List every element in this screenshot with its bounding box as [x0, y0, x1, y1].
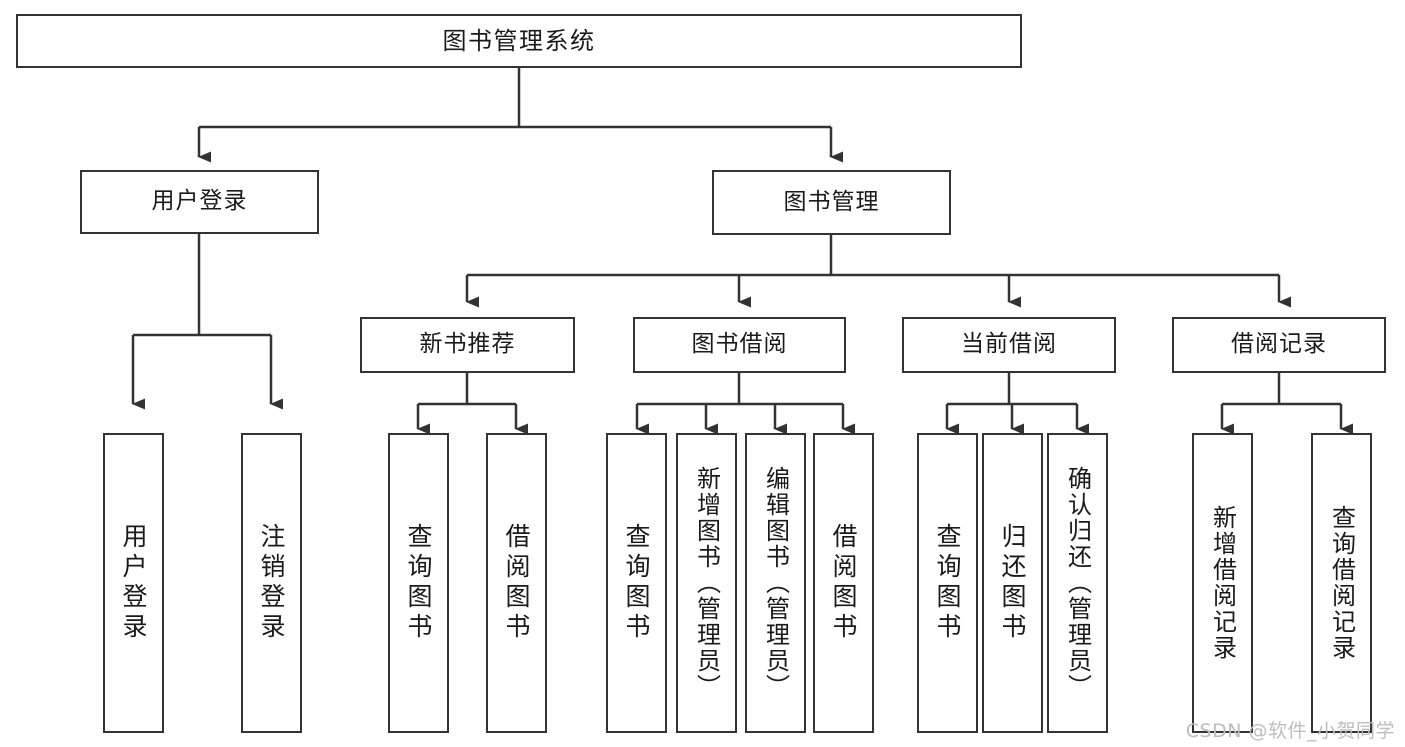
leaf-current-borrow-return-book[interactable]: 归还图书	[982, 433, 1043, 733]
node-label: 借阅记录	[1231, 331, 1327, 358]
leaf-borrow-record-add-record[interactable]: 新增借阅记录	[1192, 433, 1253, 733]
leaf-book-borrow-edit-book-admin[interactable]: 编辑图书（管理员）	[745, 433, 806, 733]
node-label: 查询图书	[404, 523, 433, 643]
node-new-book-recommend[interactable]: 新书推荐	[360, 317, 575, 373]
node-label: 借阅图书	[829, 523, 858, 643]
node-label: 图书管理	[783, 188, 880, 215]
leaf-book-borrow-add-book-admin[interactable]: 新增图书（管理员）	[676, 433, 737, 733]
node-label: 归还图书	[998, 523, 1027, 643]
node-label: 当前借阅	[961, 331, 1057, 358]
node-root-book-management-system[interactable]: 图书管理系统	[16, 14, 1022, 68]
node-label: 确认归还（管理员）	[1063, 466, 1092, 700]
node-book-management[interactable]: 图书管理	[712, 170, 951, 235]
node-user-login[interactable]: 用户登录	[80, 170, 319, 234]
node-label: 图书借阅	[691, 331, 788, 358]
node-label: 查询图书	[622, 523, 651, 643]
watermark: CSDN @软件_小贺同学	[1185, 720, 1395, 742]
leaf-book-borrow-borrow-book[interactable]: 借阅图书	[813, 433, 874, 733]
node-book-borrow[interactable]: 图书借阅	[633, 317, 846, 373]
node-label: 借阅图书	[502, 523, 531, 643]
node-label: 新增图书（管理员）	[692, 466, 721, 700]
node-label: 用户登录	[119, 523, 148, 643]
node-borrow-record[interactable]: 借阅记录	[1172, 317, 1386, 373]
leaf-current-borrow-query-book[interactable]: 查询图书	[917, 433, 978, 733]
node-label: 查询借阅记录	[1327, 505, 1356, 661]
leaf-current-borrow-confirm-return-admin[interactable]: 确认归还（管理员）	[1047, 433, 1108, 733]
node-label: 新增借阅记录	[1208, 505, 1237, 661]
leaf-new-book-borrow-book[interactable]: 借阅图书	[486, 433, 547, 733]
leaf-user-login-login[interactable]: 用户登录	[103, 433, 164, 733]
node-current-borrow[interactable]: 当前借阅	[902, 317, 1116, 373]
node-label: 新书推荐	[419, 331, 516, 358]
node-label: 查询图书	[933, 523, 962, 643]
node-label: 注销登录	[257, 523, 286, 643]
leaf-borrow-record-query-record[interactable]: 查询借阅记录	[1311, 433, 1372, 733]
node-label: 编辑图书（管理员）	[761, 466, 790, 700]
leaf-user-login-logout[interactable]: 注销登录	[241, 433, 302, 733]
leaf-new-book-query-book[interactable]: 查询图书	[388, 433, 449, 733]
leaf-book-borrow-query-book[interactable]: 查询图书	[606, 433, 667, 733]
node-label: 用户登录	[151, 188, 248, 215]
node-label: 图书管理系统	[442, 26, 596, 55]
